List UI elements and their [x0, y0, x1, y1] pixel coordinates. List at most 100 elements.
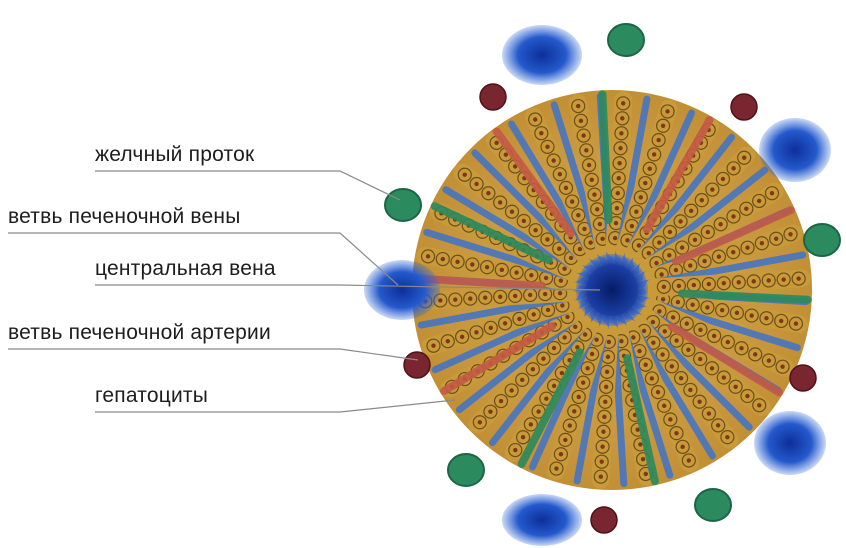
hepatocyte-nucleus — [517, 317, 521, 321]
leader-line — [95, 171, 400, 200]
hepatocyte-nucleus — [614, 221, 618, 225]
hepatocyte-nucleus — [486, 191, 490, 195]
hepatocyte-nucleus — [520, 378, 524, 382]
hepatocyte-nucleus — [648, 167, 652, 171]
hepatocyte-nucleus — [642, 329, 646, 333]
hepatocyte-nucleus — [693, 238, 697, 242]
hepatocyte-nucleus — [426, 254, 430, 258]
hepatocyte-nucleus — [617, 176, 621, 180]
hepatocyte-nucleus — [671, 315, 675, 319]
hepatocyte-nucleus — [601, 430, 605, 434]
hepatocyte-nucleus — [613, 236, 617, 240]
hepatic-artery-branch — [480, 84, 506, 110]
hepatocyte-nucleus — [455, 260, 459, 264]
hepatocyte-nucleus — [489, 326, 493, 330]
hepatocyte-nucleus — [749, 313, 753, 317]
hepatocyte-nucleus — [657, 240, 661, 244]
hepatocyte-nucleus — [592, 192, 596, 196]
hepatocyte-nucleus — [745, 394, 749, 398]
hepatocyte-nucleus — [788, 232, 792, 236]
hepatocyte-nucleus — [531, 367, 535, 371]
hepatocyte-nucleus — [528, 293, 532, 297]
hepatocyte-nucleus — [745, 245, 749, 249]
hepatocyte-nucleus — [438, 298, 442, 302]
hepatocyte-nucleus — [692, 283, 696, 287]
hepatocyte-nucleus — [483, 296, 487, 300]
hepatocyte-nucleus — [710, 187, 714, 191]
hepatic-artery-branch — [790, 365, 816, 391]
hepatocyte-nucleus — [779, 319, 783, 323]
hepatocyte-nucleus — [638, 442, 642, 446]
hepatocyte-nucleus — [774, 237, 778, 241]
hepatocyte-nucleus — [661, 124, 665, 128]
hepatocyte-nucleus — [578, 247, 582, 251]
hepatocyte-nucleus — [529, 422, 533, 426]
hepatic-vein-branch — [502, 494, 582, 546]
hepatocyte-nucleus — [590, 178, 594, 182]
hepatocyte-nucleus — [721, 177, 725, 181]
hepatocyte-nucleus — [656, 390, 660, 394]
label-hepatic-vein-branch: ветвь печеночной вены — [8, 205, 241, 229]
hepatocyte-nucleus — [659, 272, 663, 276]
hepatocyte-nucleus — [651, 341, 655, 345]
hepatocyte-nucleus — [720, 308, 724, 312]
hepatocyte-nucleus — [552, 346, 556, 350]
bile-duct — [695, 489, 731, 521]
hepatocyte-nucleus — [503, 321, 507, 325]
hepatocyte-nucleus — [641, 457, 645, 461]
hepatocyte-nucleus — [705, 305, 709, 309]
hepatocyte-nucleus — [485, 265, 489, 269]
hepatocyte-nucleus — [654, 261, 658, 265]
hepatocyte-nucleus — [560, 371, 564, 375]
label-bile-duct: желчный проток — [95, 143, 254, 167]
hepatocyte-nucleus — [536, 409, 540, 413]
hepatocyte-nucleus — [615, 206, 619, 210]
hepatocyte-nucleus — [595, 207, 599, 211]
hepatic-vein-branch — [759, 118, 831, 182]
hepatocyte-nucleus — [569, 256, 573, 260]
hepatocyte-nucleus — [545, 145, 549, 149]
hepatocyte-nucleus — [680, 445, 684, 449]
hepatocyte-nucleus — [514, 270, 518, 274]
hepatocyte-nucleus — [702, 259, 706, 263]
hepatocyte-nucleus — [554, 466, 558, 470]
hepatocyte-nucleus — [559, 278, 563, 282]
hepatocyte-nucleus — [521, 435, 525, 439]
hepatocyte-nucleus — [737, 280, 741, 284]
hepatocyte-nucleus — [585, 366, 589, 370]
hepatic-artery-branch — [591, 507, 617, 533]
hepatocyte-nucleus — [581, 133, 585, 137]
hepatocyte-nucleus — [665, 109, 669, 113]
hepatocyte-nucleus — [588, 240, 592, 244]
hepatocyte-nucleus — [558, 291, 562, 295]
hepatocyte-nucleus — [725, 435, 729, 439]
hepatocyte-nucleus — [498, 295, 502, 299]
hepatocyte-nucleus — [706, 230, 710, 234]
hepatocyte-nucleus — [616, 191, 620, 195]
hepatocyte-nucleus — [621, 101, 625, 105]
hepatocyte-nucleus — [560, 303, 564, 307]
hepatocyte-nucleus — [687, 458, 691, 462]
hepatocyte-nucleus — [677, 284, 681, 288]
hepatocyte-nucleus — [637, 349, 641, 353]
hepatocyte-nucleus — [650, 376, 654, 380]
hepatocyte-nucleus — [757, 403, 761, 407]
hepatocyte-nucleus — [625, 238, 629, 242]
hepatocyte-nucleus — [577, 395, 581, 399]
hepatocyte-nucleus — [752, 279, 756, 283]
hepatocyte-nucleus — [513, 448, 517, 452]
hepatocyte-nucleus — [718, 222, 722, 226]
hepatocyte-nucleus — [676, 300, 680, 304]
hepatocyte-nucleus — [544, 276, 548, 280]
hepatocyte-nucleus — [453, 297, 457, 301]
hepatocyte-nucleus — [731, 166, 735, 170]
hepatocyte-nucleus — [707, 282, 711, 286]
hepatocyte-nucleus — [643, 181, 647, 185]
hepatocyte-nucleus — [637, 243, 641, 247]
hepatocyte-nucleus — [731, 250, 735, 254]
hepatocyte-nucleus — [558, 172, 562, 176]
label-hepatocytes: гепатоциты — [95, 384, 208, 408]
hepatocyte-nucleus — [551, 158, 555, 162]
hepatocyte-nucleus — [513, 294, 517, 298]
